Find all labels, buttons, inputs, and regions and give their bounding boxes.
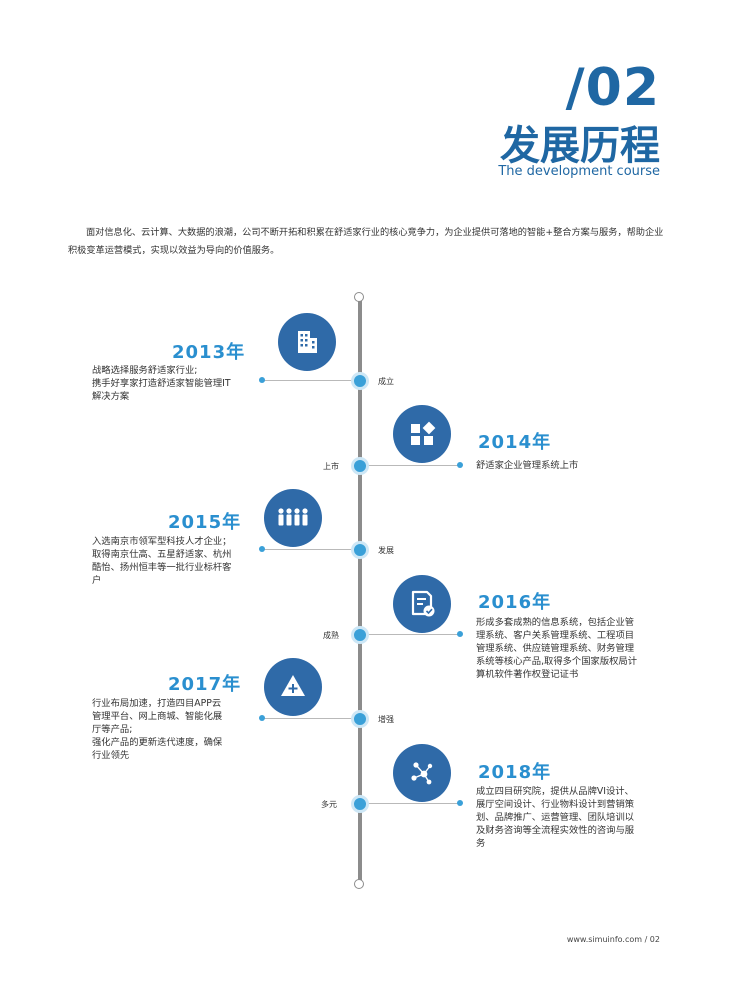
network-icon [411, 762, 433, 785]
stage-label: 成立 [378, 377, 394, 386]
milestone-badge [264, 658, 322, 716]
section-number: /02 [565, 58, 660, 118]
timeline-node [351, 795, 369, 813]
page-footer: www.simuinfo.com / 02 [566, 935, 660, 944]
milestone-year: 2013年 [172, 342, 246, 363]
connector-dot [457, 462, 463, 468]
milestone-year: 2016年 [478, 592, 552, 613]
milestone-badge [393, 405, 451, 463]
document-check-icon [411, 590, 435, 617]
stage-label: 成熟 [323, 631, 339, 640]
grid-blocks-icon [411, 421, 436, 445]
connector-dot [259, 377, 265, 383]
connector-dot [457, 631, 463, 637]
team-icon [278, 508, 308, 526]
timeline-end-cap [354, 879, 364, 889]
intro-paragraph: 面对信息化、云计算、大数据的浪潮，公司不断开拓和积累在舒适家行业的核心竞争力，为… [68, 227, 664, 256]
milestone-badge [278, 313, 336, 371]
triangle-plus-icon [281, 675, 305, 696]
connector-dot [259, 546, 265, 552]
timeline-start-cap [354, 292, 364, 302]
milestone-year: 2014年 [478, 432, 552, 453]
timeline-spine [358, 297, 362, 885]
timeline-node [351, 541, 369, 559]
connector-line [262, 549, 358, 550]
milestone-year: 2018年 [478, 762, 552, 783]
milestone-badge [393, 744, 451, 802]
building-icon [298, 331, 317, 353]
milestone-description: 入选南京市领军型科技人才企业；取得南京仕高、五星舒适家、杭州酷怡、扬州恒丰等一批… [92, 536, 232, 586]
timeline-node [351, 372, 369, 390]
milestone-description: 舒适家企业管理系统上市 [476, 460, 579, 471]
timeline-node [351, 457, 369, 475]
stage-label: 多元 [321, 800, 337, 809]
stage-label: 发展 [378, 546, 394, 555]
milestone-badge [264, 489, 322, 547]
milestone-description: 成立四目研究院，提供从品牌VI设计、展厅空间设计、行业物料设计到营销策划、品牌推… [476, 786, 635, 849]
milestone-year: 2017年 [168, 674, 242, 695]
stage-label: 上市 [323, 462, 339, 471]
connector-line [362, 465, 460, 466]
timeline-node [351, 710, 369, 728]
connector-line [362, 634, 460, 635]
connector-line [262, 380, 358, 381]
connector-line [362, 803, 460, 804]
connector-dot [457, 800, 463, 806]
milestone-year: 2015年 [168, 512, 242, 533]
connector-dot [259, 715, 265, 721]
timeline-node [351, 626, 369, 644]
milestone-badge [393, 575, 451, 633]
stage-label: 增强 [378, 715, 394, 724]
milestone-description: 行业布局加速，打造四目APP云管理平台、网上商城、智能化展厅等产品;强化产品的更… [92, 698, 223, 761]
page-title: 发展历程 [500, 123, 660, 169]
connector-line [262, 718, 358, 719]
page-subtitle: The development course [498, 164, 660, 179]
milestone-description: 形成多套成熟的信息系统，包括企业管理系统、客户关系管理系统、工程项目管理系统、供… [476, 617, 638, 680]
